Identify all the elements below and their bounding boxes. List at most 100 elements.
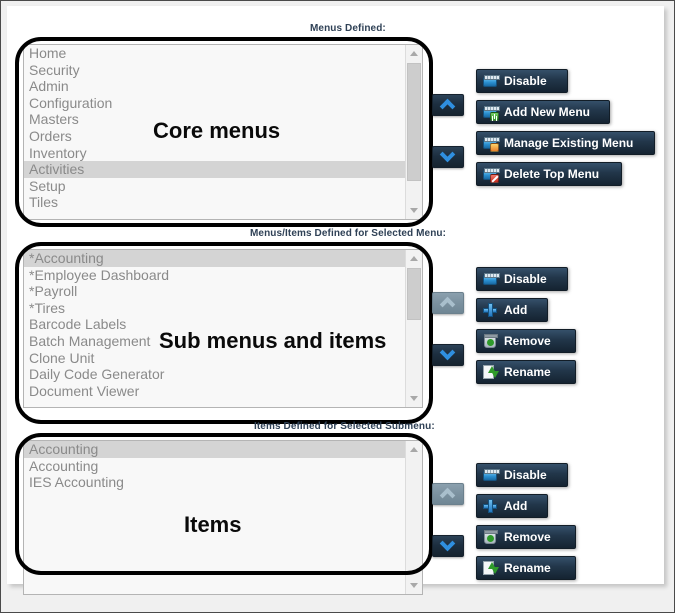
scroll-down-icon[interactable] bbox=[406, 390, 422, 407]
list-item[interactable]: Document Viewer bbox=[24, 383, 405, 400]
items-move-down-button[interactable] bbox=[432, 535, 464, 557]
card-icon bbox=[482, 73, 500, 89]
items-move-up-button[interactable] bbox=[432, 483, 464, 505]
add-item-button[interactable]: Add bbox=[476, 494, 548, 518]
button-label: Delete Top Menu bbox=[504, 167, 600, 181]
list-item[interactable]: Batch Management bbox=[24, 333, 405, 350]
list-item[interactable]: *Payroll bbox=[24, 283, 405, 300]
list-item[interactable]: Clone Unit bbox=[24, 350, 405, 367]
list-item-label: Accounting bbox=[29, 441, 99, 457]
add-submenu-button[interactable]: Add bbox=[476, 298, 548, 322]
chevron-down-icon bbox=[439, 146, 456, 163]
chevron-up-icon bbox=[439, 98, 456, 115]
items-scrollbar[interactable] bbox=[405, 441, 422, 594]
list-item-label: Tiles bbox=[29, 194, 59, 211]
list-item-label: *Payroll bbox=[29, 283, 78, 300]
chevron-down-icon bbox=[439, 344, 456, 361]
items-list: Accounting Accounting IES Accounting bbox=[24, 441, 405, 594]
button-label: Add bbox=[504, 499, 528, 513]
list-item-selected[interactable]: Activities bbox=[24, 161, 405, 178]
disable-item-button[interactable]: Disable bbox=[476, 463, 568, 487]
list-item[interactable]: Inventory bbox=[24, 145, 405, 162]
trash-icon bbox=[482, 529, 498, 545]
list-item-selected[interactable]: *Accounting bbox=[24, 250, 405, 267]
core-menus-listbox[interactable]: Home Security Admin Configuration Master… bbox=[23, 44, 423, 220]
rename-icon bbox=[482, 364, 499, 380]
list-item[interactable]: Home bbox=[24, 45, 405, 62]
button-label: Disable bbox=[504, 468, 547, 482]
plus-icon bbox=[482, 498, 498, 514]
sub-menus-scrollbar[interactable] bbox=[405, 250, 422, 407]
scroll-up-icon[interactable] bbox=[406, 441, 422, 458]
list-item[interactable]: *Employee Dashboard bbox=[24, 267, 405, 284]
card-icon bbox=[482, 467, 500, 483]
plus-icon bbox=[482, 302, 498, 318]
list-item-label: Configuration bbox=[29, 94, 113, 111]
core-move-down-button[interactable] bbox=[432, 146, 464, 168]
disable-submenu-button[interactable]: Disable bbox=[476, 267, 568, 291]
scroll-up-icon[interactable] bbox=[406, 45, 422, 62]
caption-menus-defined: Menus Defined: bbox=[310, 23, 386, 34]
list-item[interactable]: Admin bbox=[24, 78, 405, 95]
rename-item-button[interactable]: Rename bbox=[476, 556, 576, 580]
list-item[interactable]: Daily Code Generator bbox=[24, 366, 405, 383]
list-item[interactable]: Setup bbox=[24, 178, 405, 195]
list-item-selected[interactable]: Accounting bbox=[24, 441, 405, 458]
core-menus-items: Home Security Admin Configuration Master… bbox=[24, 45, 405, 219]
list-item-label: Daily Code Generator bbox=[29, 366, 165, 383]
list-item-label: Masters bbox=[29, 111, 79, 128]
button-label: Disable bbox=[504, 74, 547, 88]
sub-menus-listbox[interactable]: *Accounting *Employee Dashboard *Payroll… bbox=[23, 249, 423, 408]
list-item-label: Batch Management bbox=[29, 332, 151, 349]
list-item[interactable]: Tiles bbox=[24, 194, 405, 211]
button-label: Manage Existing Menu bbox=[504, 136, 634, 150]
manage-existing-menu-button[interactable]: Manage Existing Menu bbox=[476, 131, 655, 155]
content-panel: Menus Defined: Home Security Admin Confi… bbox=[7, 6, 664, 595]
core-move-up-button[interactable] bbox=[432, 94, 464, 116]
button-label: Add New Menu bbox=[504, 105, 590, 119]
card-delete-icon bbox=[482, 166, 500, 183]
list-item-label: Security bbox=[29, 61, 80, 78]
list-item[interactable]: IES Accounting bbox=[24, 474, 405, 491]
list-item[interactable]: Barcode Labels bbox=[24, 316, 405, 333]
disable-menu-button[interactable]: Disable bbox=[476, 69, 568, 93]
button-label: Rename bbox=[504, 561, 551, 575]
chevron-down-icon bbox=[439, 535, 456, 552]
list-item-label: Inventory bbox=[29, 144, 87, 161]
list-item[interactable]: Orders bbox=[24, 128, 405, 145]
list-item-label: IES Accounting bbox=[29, 474, 124, 491]
list-item-label: Admin bbox=[29, 78, 69, 95]
list-item-label: *Accounting bbox=[29, 250, 104, 266]
remove-submenu-button[interactable]: Remove bbox=[476, 329, 576, 353]
rename-submenu-button[interactable]: Rename bbox=[476, 360, 576, 384]
remove-item-button[interactable]: Remove bbox=[476, 525, 576, 549]
card-icon bbox=[482, 271, 500, 287]
list-item[interactable]: *Tires bbox=[24, 300, 405, 317]
list-item-label: Home bbox=[29, 45, 67, 61]
delete-top-menu-button[interactable]: Delete Top Menu bbox=[476, 162, 622, 186]
caption-items-defined: Items Defined for Selected Submenu: bbox=[254, 421, 435, 432]
list-item[interactable]: Security bbox=[24, 62, 405, 79]
button-label: Rename bbox=[504, 365, 551, 379]
list-item-label: *Tires bbox=[29, 299, 66, 316]
chevron-up-icon bbox=[439, 487, 456, 504]
list-item-label: Activities bbox=[29, 161, 85, 178]
list-item[interactable]: Accounting bbox=[24, 458, 405, 475]
list-item-label: Document Viewer bbox=[29, 382, 140, 399]
list-item[interactable]: Masters bbox=[24, 111, 405, 128]
list-item-label: Accounting bbox=[29, 457, 99, 474]
scrollbar-thumb[interactable] bbox=[407, 63, 421, 181]
sub-move-up-button[interactable] bbox=[432, 292, 464, 314]
trash-icon bbox=[482, 333, 498, 349]
scrollbar-thumb[interactable] bbox=[407, 268, 421, 320]
core-menus-scrollbar[interactable] bbox=[405, 45, 422, 219]
add-new-menu-button[interactable]: Add New Menu bbox=[476, 100, 610, 124]
scroll-down-icon[interactable] bbox=[406, 202, 422, 219]
items-listbox[interactable]: Accounting Accounting IES Accounting bbox=[23, 440, 423, 595]
list-item-label: Orders bbox=[29, 127, 72, 144]
list-item[interactable]: Configuration bbox=[24, 95, 405, 112]
sub-move-down-button[interactable] bbox=[432, 344, 464, 366]
scroll-down-icon[interactable] bbox=[406, 577, 422, 594]
scroll-up-icon[interactable] bbox=[406, 250, 422, 267]
